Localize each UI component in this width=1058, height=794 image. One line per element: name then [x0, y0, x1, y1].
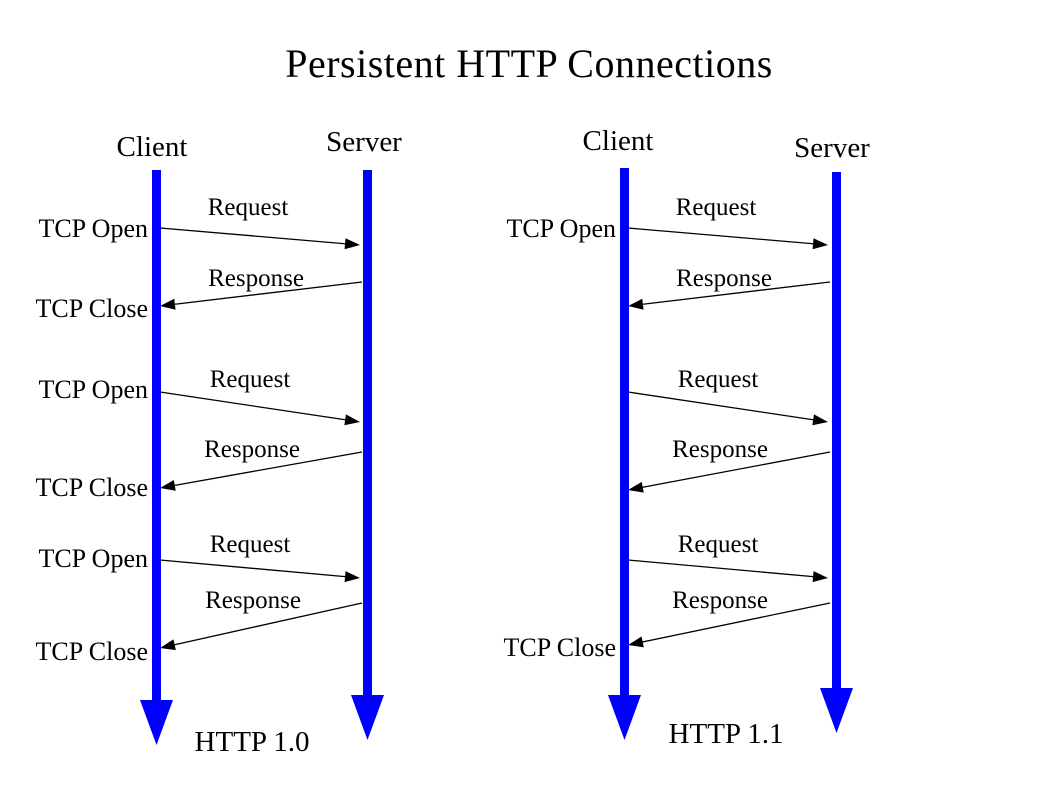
header-label-http10-server: Server: [326, 126, 402, 158]
message-label-request: Request: [207, 194, 289, 221]
message-arrow-request: [159, 559, 360, 583]
message-arrow-request: [627, 391, 828, 426]
lifeline-http10-server: [351, 170, 384, 740]
page-title: Persistent HTTP Connections: [285, 41, 773, 86]
event-label-tcp-open: TCP Open: [38, 375, 148, 404]
event-label-tcp-open: TCP Open: [38, 544, 148, 573]
message-label-response: Response: [672, 587, 768, 614]
event-label-tcp-close: TCP Close: [35, 473, 148, 502]
protocol-label-http10: HTTP 1.0: [194, 726, 310, 758]
protocol-label-http11: HTTP 1.1: [668, 718, 784, 750]
header-label-http11-client: Client: [582, 125, 654, 157]
message-arrow-request: [627, 559, 828, 583]
event-label-tcp-close: TCP Close: [35, 637, 148, 666]
message-label-response: Response: [205, 587, 301, 614]
message-label-response: Response: [204, 436, 300, 463]
message-arrow-request: [627, 227, 828, 250]
message-label-response: Response: [676, 265, 772, 292]
header-label-http11-server: Server: [794, 132, 870, 164]
message-label-request: Request: [677, 366, 759, 393]
message-label-request: Request: [675, 194, 757, 221]
message-label-request: Request: [209, 366, 291, 393]
header-label-http10-client: Client: [116, 131, 188, 163]
message-label-request: Request: [677, 531, 759, 558]
event-label-tcp-close: TCP Close: [503, 633, 616, 662]
event-label-tcp-open: TCP Open: [38, 214, 148, 243]
message-label-response: Response: [208, 265, 304, 292]
message-arrow-request: [159, 227, 360, 250]
event-label-tcp-open: TCP Open: [506, 214, 616, 243]
lifeline-http11-server: [820, 172, 853, 733]
message-arrow-request: [159, 391, 360, 426]
event-label-tcp-close: TCP Close: [35, 294, 148, 323]
message-label-response: Response: [672, 436, 768, 463]
message-label-request: Request: [209, 531, 291, 558]
